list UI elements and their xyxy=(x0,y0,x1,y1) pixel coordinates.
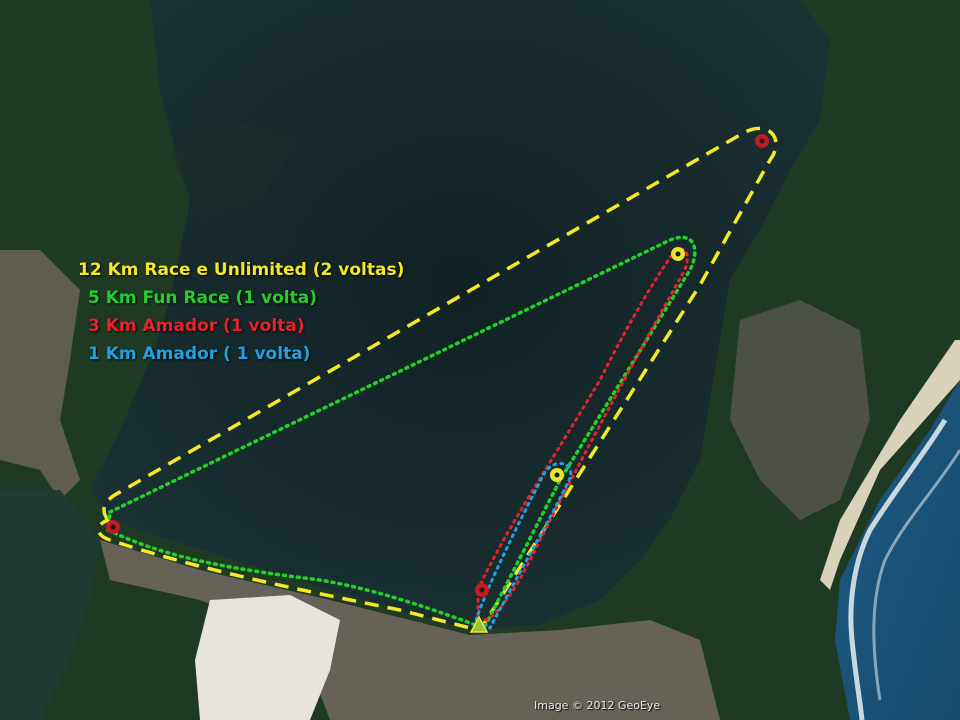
surf-foam-2 xyxy=(872,449,960,701)
legend-item-1km: 1 Km Amador ( 1 volta) xyxy=(88,344,311,364)
image-credit: Image © 2012 GeoEye xyxy=(534,699,661,712)
town-south xyxy=(100,540,720,720)
legend-item-12km: 12 Km Race e Unlimited (2 voltas) xyxy=(78,260,405,280)
ocean xyxy=(835,380,960,720)
surf-foam xyxy=(848,418,948,720)
town-east xyxy=(730,300,870,520)
buoy-icon xyxy=(106,520,120,534)
course-5km-line xyxy=(106,235,697,631)
buoy-icon xyxy=(550,468,564,482)
legend-item-3km: 3 Km Amador (1 volta) xyxy=(88,316,305,336)
course-12km-line xyxy=(96,126,778,632)
buoy-icon xyxy=(475,583,489,597)
course-legend: 12 Km Race e Unlimited (2 voltas) 5 Km F… xyxy=(78,256,404,368)
town-west xyxy=(0,250,80,500)
sand-dunes xyxy=(195,595,340,720)
buoy-icon xyxy=(755,134,769,148)
start-triangle-icon xyxy=(469,615,489,633)
legend-item-5km: 5 Km Fun Race (1 volta) xyxy=(88,288,318,308)
buoy-icon xyxy=(671,247,685,261)
lagoon-channel-west xyxy=(0,490,100,720)
course-3km-line xyxy=(476,247,689,623)
shallow-water xyxy=(170,120,300,220)
course-1km-line xyxy=(474,462,573,631)
beach-strip xyxy=(820,340,960,590)
